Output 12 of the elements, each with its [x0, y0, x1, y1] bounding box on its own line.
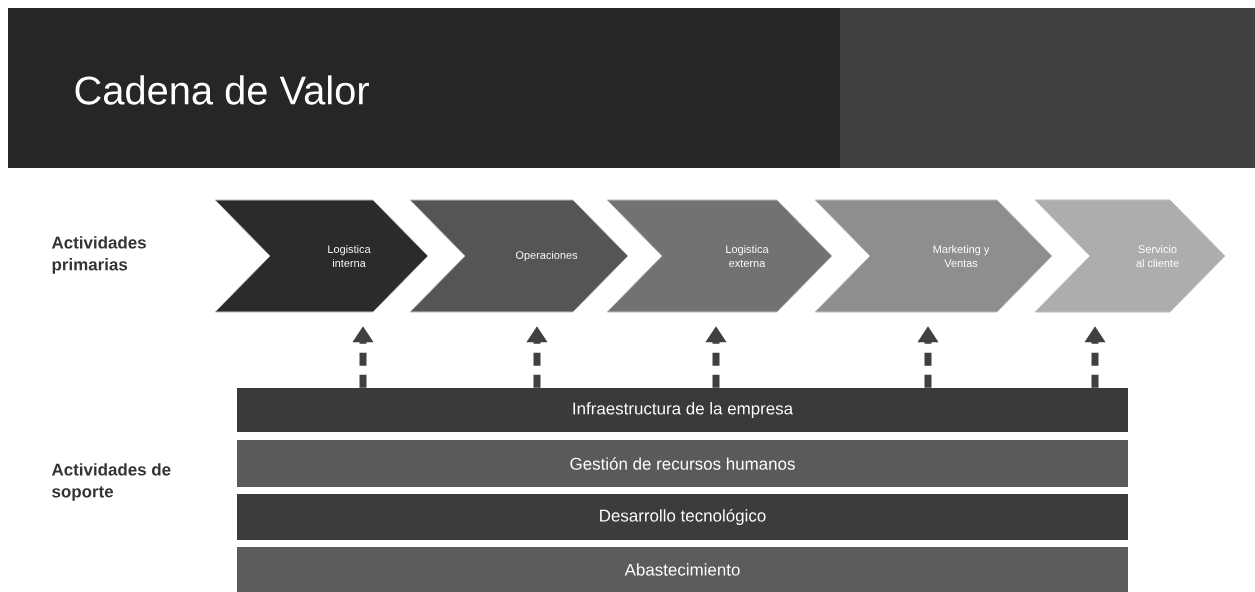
- activity-step: Logistica externa: [606, 199, 833, 313]
- support-bar: Abastecimiento: [237, 547, 1128, 592]
- activity-step: Operaciones: [409, 199, 629, 313]
- activity-step: Servicio al cliente: [1034, 199, 1226, 313]
- support-bar: Gestión de recursos humanos: [237, 440, 1128, 487]
- activity-step: Marketing y Ventas: [814, 199, 1053, 313]
- section-label: Actividades de soporte: [51, 463, 171, 501]
- activity-step: Logistica interna: [214, 199, 429, 313]
- title-banner: Cadena de Valor: [8, 8, 1255, 168]
- support-bar: Infraestructura de la empresa: [237, 388, 1128, 432]
- support-bar: Desarrollo tecnológico: [237, 494, 1128, 540]
- section-label: Actividades primarias: [51, 236, 146, 274]
